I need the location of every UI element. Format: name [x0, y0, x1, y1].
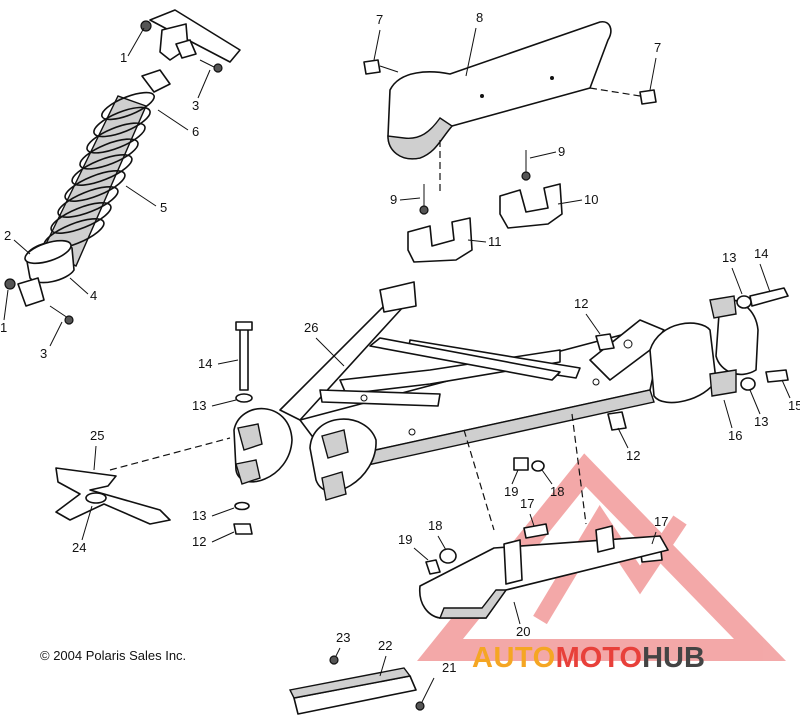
callout-number: 5 — [160, 200, 167, 215]
callout-5: 5 — [125, 185, 167, 215]
callout-number: 13 — [192, 398, 206, 413]
callout-number: 13 — [722, 250, 736, 265]
callout-8: 8 — [465, 10, 483, 77]
callout-9b: 9 — [390, 192, 421, 207]
callout-14b: 14 — [198, 356, 239, 371]
callout-4: 4 — [69, 277, 97, 303]
callout-number: 20 — [516, 624, 530, 639]
callout-3b: 3 — [40, 321, 63, 361]
callout-number: 26 — [304, 320, 318, 335]
callout-1b: 1 — [0, 289, 9, 335]
callout-number: 3 — [40, 346, 47, 361]
callout-10: 10 — [557, 192, 598, 207]
callout-6: 6 — [157, 109, 199, 139]
callout-number: 14 — [198, 356, 212, 371]
callout-number: 1 — [0, 320, 7, 335]
callout-number: 6 — [192, 124, 199, 139]
callout-number: 10 — [584, 192, 598, 207]
callout-number: 25 — [90, 428, 104, 443]
callout-number: 15 — [788, 398, 800, 413]
clips — [407, 150, 563, 263]
svg-text:AUTOMOTOHUB: AUTOMOTOHUB — [472, 642, 705, 674]
callout-number: 9 — [558, 144, 565, 159]
callout-26: 26 — [304, 320, 345, 367]
callout-number: 7 — [376, 12, 383, 27]
callout-number: 18 — [428, 518, 442, 533]
callout-number: 12 — [574, 296, 588, 311]
callout-number: 17 — [520, 496, 534, 511]
callout-7a: 7 — [373, 12, 383, 61]
callout-13c: 13 — [192, 398, 237, 413]
callout-number: 23 — [336, 630, 350, 645]
callout-11: 11 — [467, 234, 502, 249]
callout-number: 12 — [626, 448, 640, 463]
fasteners — [233, 287, 789, 563]
callout-21: 21 — [442, 660, 456, 675]
callout-14a: 14 — [754, 246, 771, 293]
callout-2: 2 — [4, 228, 31, 255]
callout-number: 4 — [90, 288, 97, 303]
callout-17b: 17 — [651, 514, 668, 545]
callout-25: 25 — [90, 428, 104, 471]
shock-upper-bracket — [140, 9, 241, 63]
callout-number: 17 — [654, 514, 668, 529]
callout-19a: 19 — [504, 469, 518, 499]
callout-number: 18 — [550, 484, 564, 499]
callout-7b: 7 — [649, 40, 661, 91]
callout-19b: 19 — [398, 532, 429, 561]
watermark-text: AUTOMOTOHUB — [472, 642, 705, 674]
callout-23: 23 — [335, 630, 350, 657]
lower-guard — [418, 413, 669, 619]
callout-1a: 1 — [120, 27, 145, 65]
swing-arm — [233, 281, 759, 501]
callout-number: 12 — [192, 534, 206, 549]
bumper-bar — [288, 655, 435, 715]
callout-18a: 18 — [541, 469, 564, 499]
callout-number: 8 — [476, 10, 483, 25]
callout-9a: 9 — [529, 144, 565, 159]
callout-20: 20 — [513, 601, 530, 639]
callout-number: 13 — [754, 414, 768, 429]
callout-number: 2 — [4, 228, 11, 243]
mounting-plate — [55, 437, 231, 525]
callout-22: 22 — [378, 638, 392, 677]
callout-number: 3 — [192, 98, 199, 113]
callout-3a: 3 — [192, 69, 211, 113]
callout-number: 21 — [442, 660, 456, 675]
callout-number: 9 — [390, 192, 397, 207]
callout-number: 19 — [398, 532, 412, 547]
callout-15: 15 — [781, 379, 800, 413]
callout-number: 13 — [192, 508, 206, 523]
callout-17a: 17 — [520, 496, 535, 527]
callout-number: 7 — [654, 40, 661, 55]
callout-13b: 13 — [749, 389, 768, 429]
rear-guard — [363, 20, 657, 192]
callout-number: 19 — [504, 484, 518, 499]
callout-labels: 1 1 2 3 3 4 5 6 7 7 8 9 9 10 11 12 12 12… — [0, 10, 800, 677]
callout-13d: 13 — [192, 507, 235, 523]
callout-18b: 18 — [428, 518, 447, 551]
callout-number: 16 — [728, 428, 742, 443]
callout-number: 1 — [120, 50, 127, 65]
callout-16: 16 — [723, 399, 742, 443]
callout-12a: 12 — [574, 296, 601, 335]
callout-number: 24 — [72, 540, 86, 555]
callout-number: 22 — [378, 638, 392, 653]
callout-number: 14 — [754, 246, 768, 261]
callout-number: 11 — [488, 234, 502, 249]
callout-24: 24 — [72, 505, 93, 555]
shock-absorber — [4, 59, 223, 325]
copyright-notice: © 2004 Polaris Sales Inc. — [40, 648, 187, 663]
callout-12c: 12 — [192, 531, 235, 549]
callout-12b: 12 — [617, 427, 640, 463]
callout-13a: 13 — [722, 250, 743, 295]
